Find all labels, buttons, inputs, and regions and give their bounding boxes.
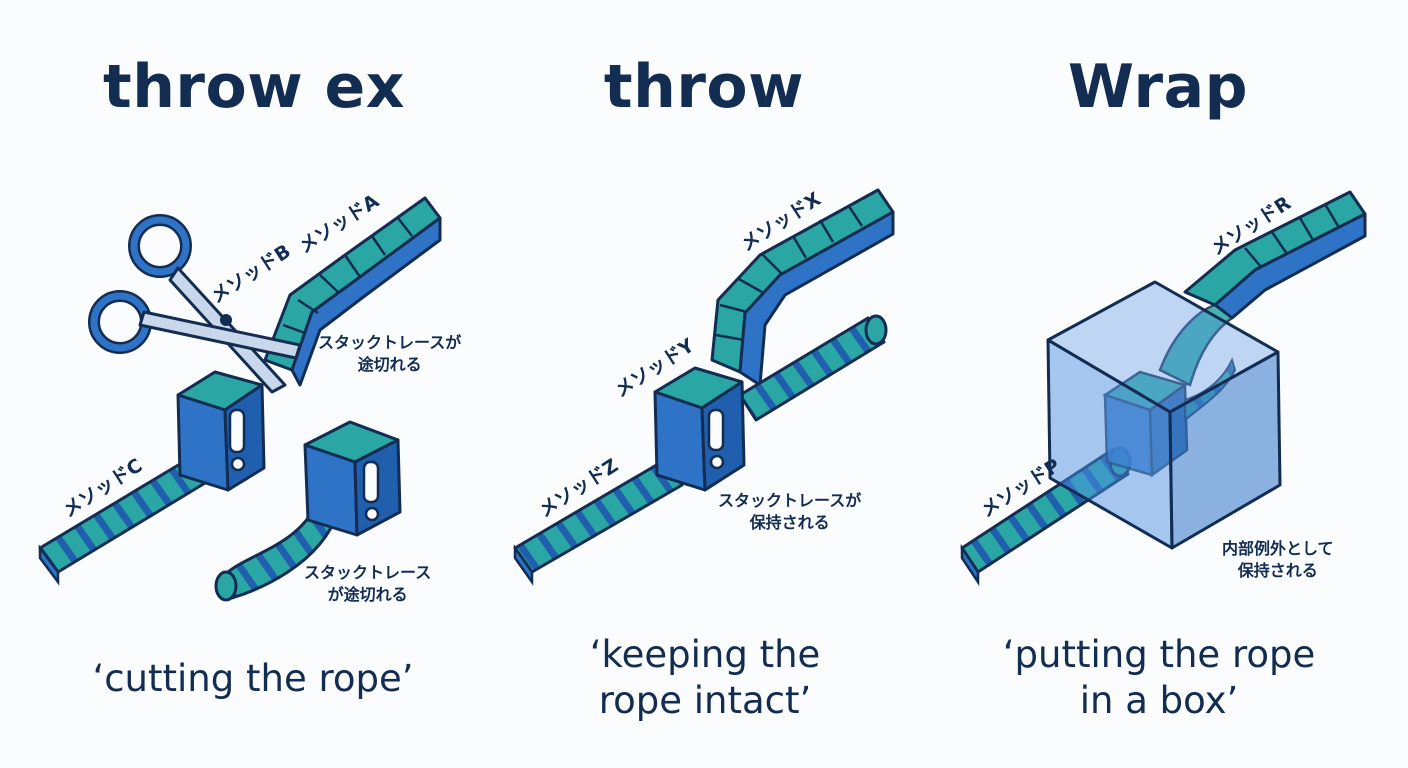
note-stack-trace-kept: スタックトレースが 保持される [718,490,861,534]
panel-throw-art [513,188,895,586]
note-line: 途切れる [357,355,422,374]
caption-line: ‘putting the rope [1002,633,1316,676]
upper-rope-segments [710,188,895,387]
exception-knot-center [653,366,746,492]
exclamation-icon [228,408,246,454]
exclamation-icon [707,408,725,452]
cut-rope-piece [214,420,402,602]
caption-rope-in-box: ‘putting the rope in a box’ [944,632,1374,724]
caption-cutting-the-rope: ‘cutting the rope’ [92,657,414,700]
caption-line: in a box’ [1079,679,1239,722]
note-line: が途切れる [327,585,408,604]
note-line: 内部例外として [1222,539,1334,558]
exception-knot-left [176,370,266,492]
note-line: 保持される [749,513,830,532]
panel-throw-ex-art [38,196,442,602]
lower-rope [513,458,684,586]
scissors-icon [88,214,302,394]
caption-line: ‘keeping the [589,633,821,676]
exclamation-icon [362,460,380,504]
caption-line: rope intact’ [598,679,812,722]
panel-title-throw-ex: throw ex [103,52,405,122]
note-line: スタックトレースが [718,491,862,510]
note-line: スタックトレース [304,563,432,582]
caption-keeping-rope-intact: ‘keeping the rope intact’ [490,632,920,724]
panel-title-wrap: Wrap [1067,52,1249,122]
through-rope [738,314,888,422]
note-line: 保持される [1237,561,1318,580]
note-line: スタックトレースが [318,333,462,352]
note-inner-exception: 内部例外として 保持される [1222,538,1334,582]
panel-title-throw: throw [603,52,805,122]
panel-wrap-art [960,190,1367,587]
note-stack-trace-broken-top: スタックトレースが 途切れる [318,332,461,376]
glass-box-icon [1046,280,1282,550]
note-stack-trace-broken-bottom: スタックトレース が途切れる [304,562,431,606]
upper-rope-segments [1183,190,1367,320]
